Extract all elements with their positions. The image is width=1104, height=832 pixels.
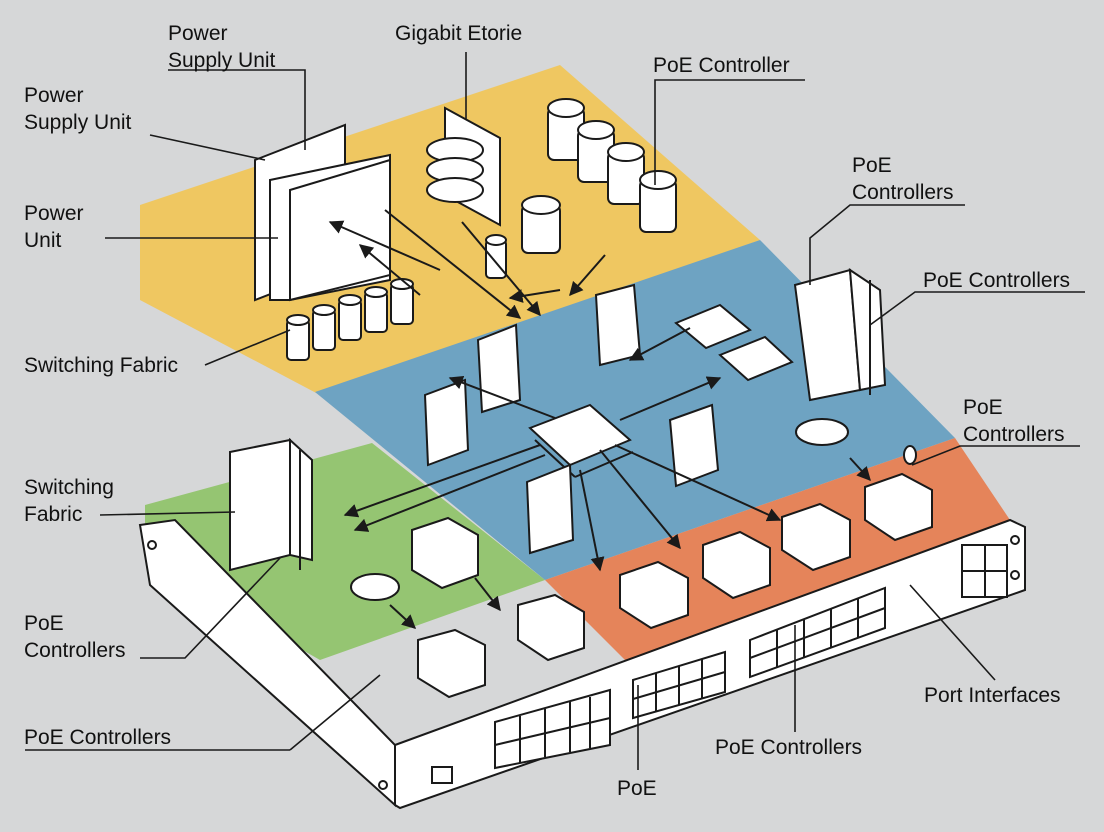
label-poe-controllers-right-3: PoE Controllers	[963, 394, 1065, 448]
label-poe-bottom: PoE	[617, 775, 657, 802]
label-switching-fabric-1-text: Switching Fabric	[24, 354, 179, 377]
label-psu-top: Power Supply Unit	[168, 20, 275, 74]
ethernet-port-icon	[494, 688, 611, 770]
label-poe-bottom-text: PoE	[617, 777, 657, 800]
label-poe-controllers-right-1: PoE Controllers	[852, 152, 954, 206]
label-psu-top-line2: Supply Unit	[168, 49, 276, 72]
label-poe-controllers-right-2-text: PoE Controllers	[923, 269, 1071, 292]
label-power-unit: Power Unit	[24, 200, 84, 254]
label-poe-controllers-bottom-text: PoE Controllers	[715, 736, 863, 759]
label-gigabit-text: Gigabit Etorie	[395, 22, 523, 45]
label-poe-controller-top: PoE Controller	[653, 52, 790, 79]
label-poe-controllers-left-line2: Controllers	[24, 639, 126, 662]
label-power-unit-line1: Power	[24, 202, 84, 225]
label-switching-fabric-2-line1: Switching	[24, 476, 114, 499]
label-psu-left-line1: Power	[24, 84, 84, 107]
data-flow-arrows	[328, 209, 871, 629]
label-poe-controllers-right-3-line2: Controllers	[963, 423, 1065, 446]
chip-icon	[674, 303, 794, 382]
chip-icon	[528, 403, 634, 478]
transformer-icon	[426, 106, 501, 227]
poe-module-icon	[411, 472, 933, 699]
label-psu-left-line2: Supply Unit	[24, 111, 132, 134]
label-poe-controllers-right-1-line1: PoE	[852, 154, 892, 177]
label-port-interfaces-text: Port Interfaces	[924, 684, 1061, 707]
label-poe-controllers-bottom-left: PoE Controllers	[24, 724, 171, 751]
label-port-interfaces: Port Interfaces	[924, 682, 1061, 709]
heatsink-icon	[423, 283, 720, 555]
sfp-port-icon	[961, 544, 1008, 598]
capacitor-icon	[485, 98, 677, 279]
psu-icon	[793, 268, 887, 402]
capacitor-icon	[286, 278, 414, 361]
label-poe-controller-top-text: PoE Controller	[653, 54, 790, 77]
label-leader-lines	[25, 52, 1085, 770]
led-icon	[350, 418, 917, 601]
console-port-icon	[431, 766, 453, 784]
label-switching-fabric-2-line2: Fabric	[24, 503, 83, 526]
label-switching-fabric-1: Switching Fabric	[24, 352, 178, 379]
ethernet-port-icon	[749, 586, 886, 679]
label-poe-controllers-bottom-left-text: PoE Controllers	[24, 726, 172, 749]
label-poe-controllers-left-line1: PoE	[24, 612, 64, 635]
label-poe-controllers-bottom: PoE Controllers	[715, 734, 862, 761]
label-poe-controllers-left: PoE Controllers	[24, 610, 126, 664]
label-poe-controllers-right-3-line1: PoE	[963, 396, 1003, 419]
label-gigabit: Gigabit Etorie	[395, 20, 522, 47]
fabric-zone	[315, 240, 955, 580]
psu-icon	[229, 437, 313, 572]
ethernet-port-icon	[632, 650, 726, 720]
label-power-unit-line2: Unit	[24, 229, 62, 252]
label-poe-controllers-right-2: PoE Controllers	[923, 267, 1070, 294]
label-poe-controllers-right-1-line2: Controllers	[852, 181, 954, 204]
label-psu-left: Power Supply Unit	[24, 82, 131, 136]
label-psu-top-line1: Power	[168, 22, 228, 45]
label-switching-fabric-2: Switching Fabric	[24, 474, 114, 528]
